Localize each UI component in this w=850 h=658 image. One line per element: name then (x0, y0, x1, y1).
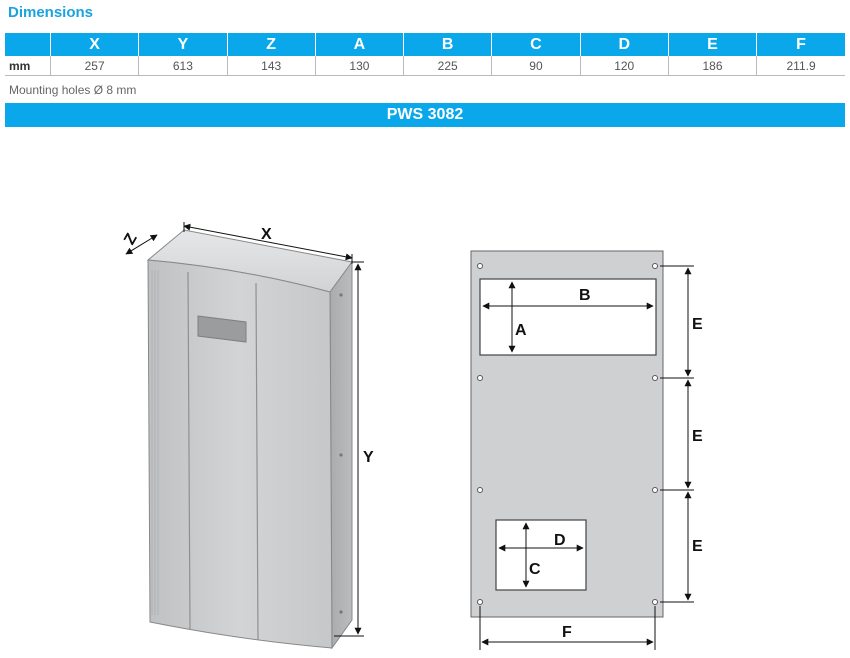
header-d: D (579, 33, 669, 56)
label-c: C (529, 561, 541, 578)
header-b: B (403, 33, 492, 56)
cutout-bottom (495, 519, 587, 591)
mounting-hole (477, 263, 483, 269)
mounting-hole (477, 487, 483, 493)
header-f: F (756, 33, 845, 56)
model-banner: PWS 3082 (5, 103, 845, 127)
header-e: E (667, 33, 757, 56)
dimensions-table: X Y Z A B C D E F mm 257 613 143 130 225… (5, 33, 845, 76)
value-x: 257 (49, 56, 139, 76)
label-a: A (515, 322, 527, 339)
mounting-hole (652, 263, 658, 269)
row-label-mm: mm (5, 56, 51, 76)
label-e-bottom: E (692, 538, 703, 555)
mounting-hole (652, 487, 658, 493)
header-y: Y (138, 33, 228, 56)
label-f: F (562, 624, 572, 641)
header-z: Z (226, 33, 316, 56)
section-title: Dimensions (8, 4, 94, 21)
label-b: B (579, 287, 591, 304)
value-f: 211.9 (756, 56, 845, 76)
label-e-top: E (692, 316, 703, 333)
label-y: Y (363, 449, 374, 466)
header-x: X (49, 33, 139, 56)
mounting-template-drawing: B A D C E E E F (470, 250, 703, 650)
unit-grille (151, 270, 159, 615)
value-b: 225 (403, 56, 492, 76)
mounting-hole (652, 599, 658, 605)
label-d: D (554, 532, 566, 549)
table-header-row: X Y Z A B C D E F (5, 33, 845, 56)
value-e: 186 (667, 56, 757, 76)
unit-seam-left (187, 271, 191, 631)
dim-line-z (125, 234, 158, 255)
value-c: 90 (491, 56, 581, 76)
value-a: 130 (314, 56, 404, 76)
header-corner (5, 33, 51, 56)
dim-line-x (183, 223, 353, 261)
value-z: 143 (226, 56, 316, 76)
value-y: 613 (138, 56, 228, 76)
mounting-hole (477, 599, 483, 605)
unit-seam-right (255, 282, 259, 641)
header-c: C (491, 33, 581, 56)
mounting-hole (477, 375, 483, 381)
unit-display-window (197, 315, 247, 343)
dim-line-f (479, 606, 656, 650)
value-d: 120 (579, 56, 669, 76)
table-row: mm 257 613 143 130 225 90 120 186 211.9 (5, 56, 845, 76)
mounting-holes (477, 263, 658, 605)
cabinet-unit-illustration: X Z Y (121, 222, 374, 650)
cutout-top (479, 278, 657, 356)
mounting-holes-note: Mounting holes Ø 8 mm (9, 83, 137, 97)
mounting-hole (652, 375, 658, 381)
header-a: A (314, 33, 404, 56)
label-z: Z (121, 231, 141, 248)
label-x: X (261, 226, 272, 243)
unit-front-face (147, 259, 333, 649)
dim-lines-e (660, 265, 694, 603)
label-e-middle: E (692, 428, 703, 445)
